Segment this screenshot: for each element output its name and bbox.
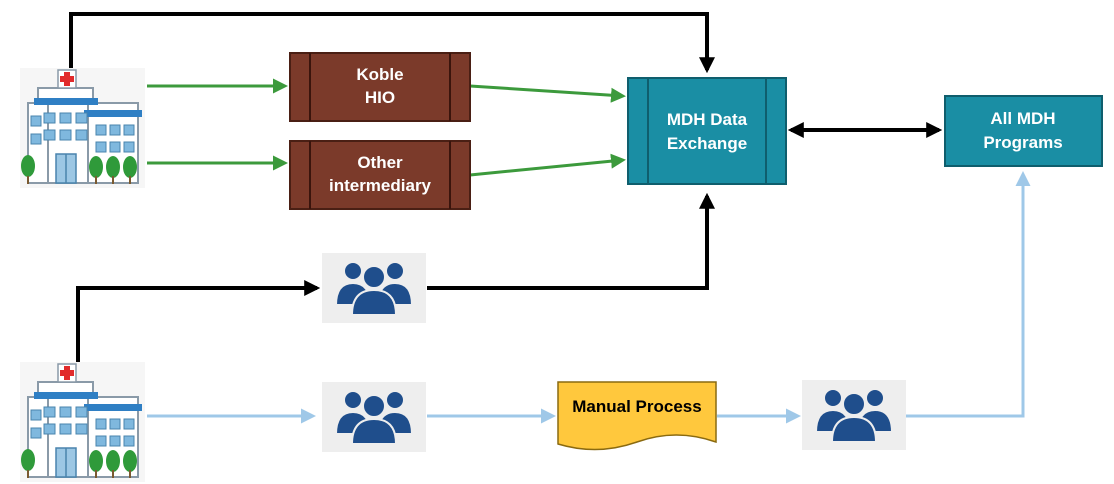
people-group-icon: [322, 382, 426, 452]
hospital-icon: [20, 68, 145, 188]
manual-process-label: Manual Process: [572, 397, 701, 416]
programs-label-line2: Programs: [983, 133, 1062, 152]
all-mdh-programs-box: All MDH Programs: [944, 95, 1103, 167]
hospital-icon: [20, 362, 145, 482]
koble-label-line1: Koble: [356, 65, 403, 84]
other-intermediary-box: Other intermediary: [289, 140, 471, 210]
connector-people-to-exchange: [427, 192, 715, 290]
exchange-label-line1: MDH Data: [667, 110, 748, 129]
koble-hio-box: Koble HIO: [289, 52, 471, 122]
people-group-icon: [322, 253, 426, 323]
people-group-icon: [802, 380, 906, 450]
connector-hospital-to-exchange-top: [69, 12, 715, 76]
connector-other-to-exchange: [469, 153, 626, 177]
exchange-label-line2: Exchange: [667, 134, 747, 153]
programs-label-line1: All MDH: [990, 109, 1055, 128]
connector-koble-to-exchange: [469, 84, 626, 103]
koble-label-line2: HIO: [365, 88, 395, 107]
mdh-data-exchange-box: MDH Data Exchange: [627, 77, 787, 185]
manual-process-box: Manual Process: [557, 381, 717, 451]
connector-people-to-programs: [903, 171, 1031, 418]
other-label-line1: Other: [357, 153, 403, 172]
connector-hospital2-to-people: [76, 280, 321, 362]
other-label-line2: intermediary: [329, 176, 432, 195]
